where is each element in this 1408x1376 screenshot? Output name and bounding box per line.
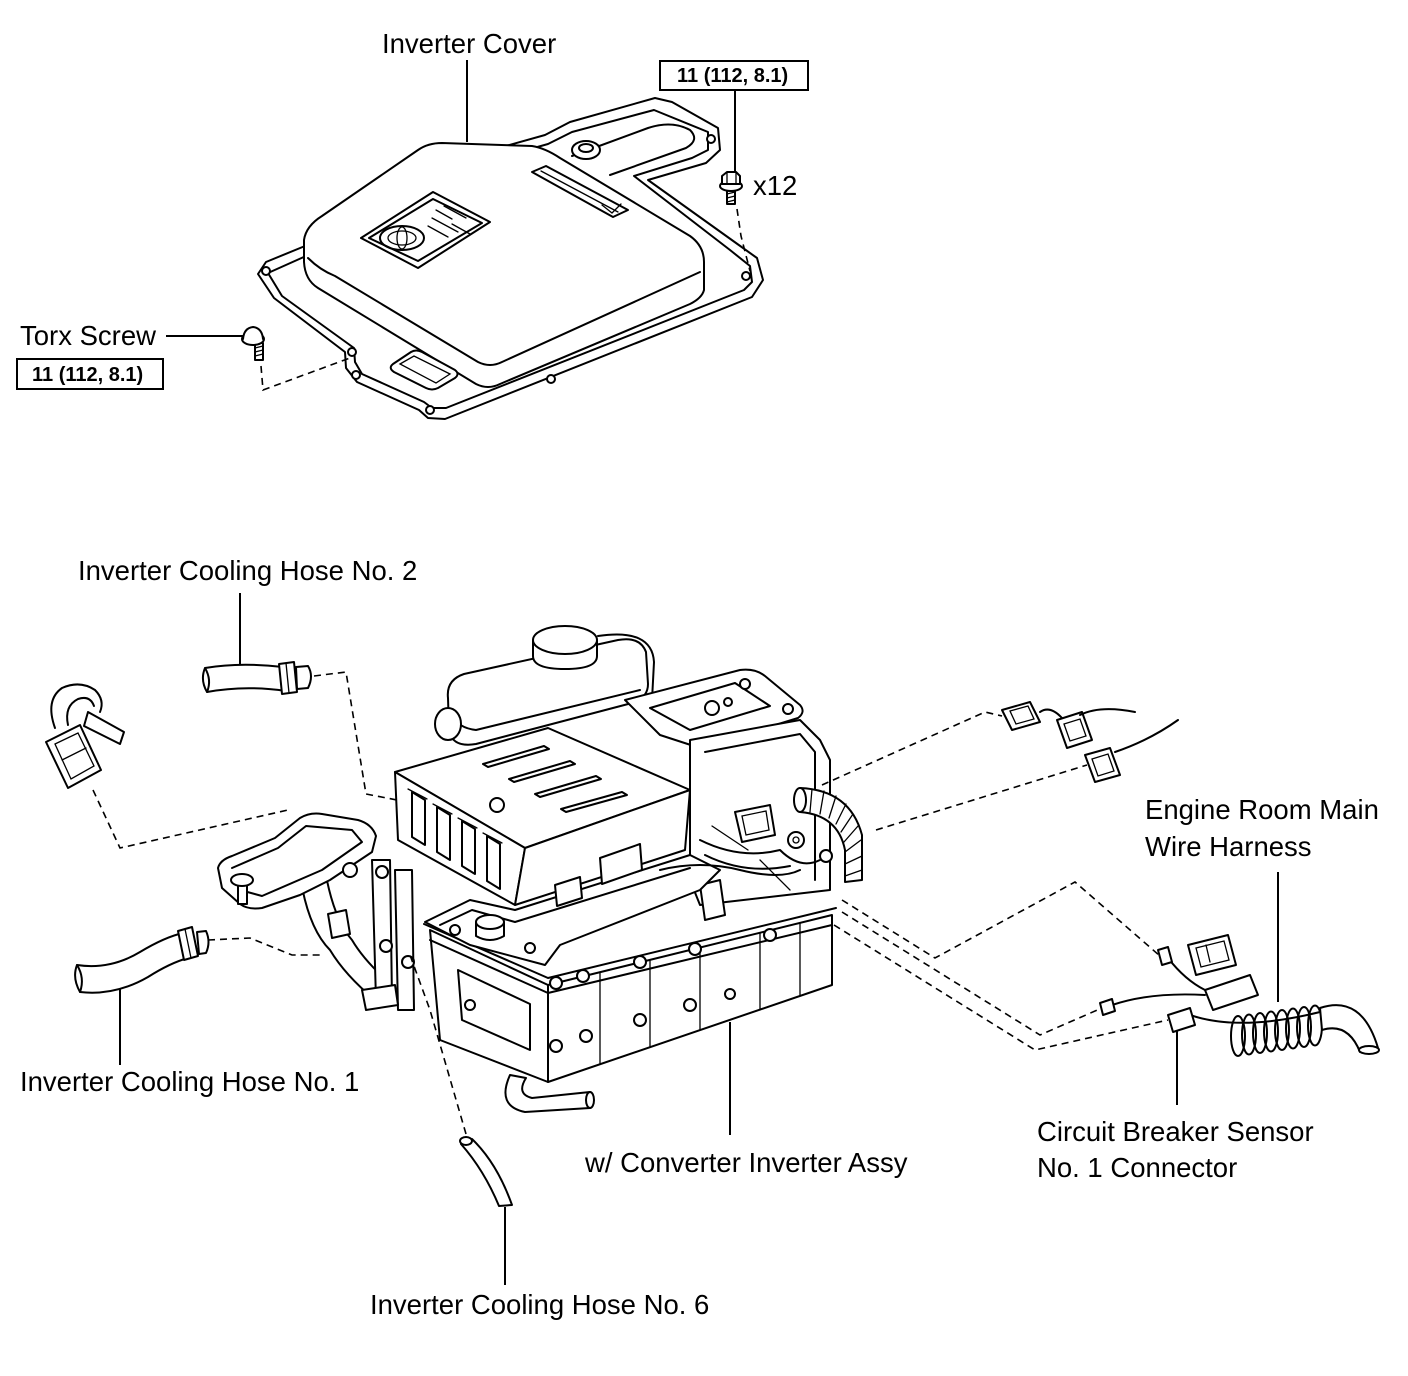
reservoir-tank [434,625,655,746]
guide-cover-bolt [736,208,751,272]
torque-spec-torx: 11 (112, 8.1) [32,364,143,386]
cover-tab-stub-bore [578,143,594,153]
corrugated-conduit [793,787,863,883]
label-converter-inverter-assy: w/ Converter Inverter Assy [584,1147,908,1178]
inverter-power-module [394,727,801,907]
guide-harness-wire [841,911,1103,1036]
cooling-hose-no2 [201,593,398,801]
guide-upper-connector-c [875,764,1088,831]
cooling-hose-no1 [74,926,322,1065]
bolt-hex-head-icon [721,171,741,185]
guide-left-connector [92,789,289,849]
bracket-bolt-head-icon [230,873,254,887]
guide-hose-no1 [207,937,322,956]
harness-coil [1230,1004,1323,1057]
circuit-breaker-sensor-connector [1167,1007,1196,1033]
cover-stripe-badge [531,165,629,218]
guide-hose-no2 [313,671,398,801]
cover-flange-inner-edge [267,109,753,409]
label-harness-line2: Wire Harness [1145,831,1312,862]
label-bolt-quantity: x12 [753,170,797,201]
left-bracket-pipes [217,812,415,1011]
module-cooling-fins [407,788,503,890]
guide-breaker-connector [833,924,1169,1051]
cover-bolt-holes [261,134,751,415]
frame-connector [734,804,776,843]
module-top-ribs [482,745,628,813]
cover-tab-stub [571,140,601,160]
cover-bolt: 11 (112, 8.1) x12 [659,60,809,272]
harness-connector [1187,934,1237,976]
cover-tab-loop [571,123,696,176]
cooling-hose-no6 [409,954,513,1285]
guide-upper-connector-a [821,711,1003,786]
label-inverter-cover: Inverter Cover [382,28,556,59]
label-cooling-hose-no1: Inverter Cooling Hose No. 1 [20,1066,359,1097]
case-bolt-bosses [464,928,777,1053]
emblem-icon [379,225,425,251]
cover-dome-edge [307,257,701,366]
left-connector [45,683,289,849]
guide-hose-no6 [409,954,467,1135]
inverter-cover [257,97,764,420]
guide-harness-connector [841,881,1161,959]
label-breaker-line1: Circuit Breaker Sensor [1037,1116,1314,1147]
harness-conduit [1319,1004,1379,1053]
inverter-lower-case [423,907,837,1113]
guide-torx-screw [260,357,351,392]
module-right-face [514,789,691,906]
torque-spec-box-torx [16,358,164,390]
inverter-mid-plate [424,854,721,966]
upper-harness-connectors [821,701,1179,831]
inverter-right-frame [624,668,863,921]
cover-name-plate [360,191,491,269]
torque-spec-box-bolts [659,60,809,91]
label-torx-screw: Torx Screw [20,320,156,351]
label-cooling-hose-no2: Inverter Cooling Hose No. 2 [78,555,417,586]
module-top-boss [489,797,505,813]
torx-screw: Torx Screw 11 (112, 8.1) [16,320,351,392]
label-harness-line1: Engine Room Main [1145,794,1379,825]
label-cooling-hose-no6: Inverter Cooling Hose No. 6 [370,1289,709,1320]
label-breaker-line2: No. 1 Connector [1037,1152,1237,1183]
engine-room-main-wire-harness [833,881,1380,1057]
torque-spec-bolts: 11 (112, 8.1) [677,65,788,87]
